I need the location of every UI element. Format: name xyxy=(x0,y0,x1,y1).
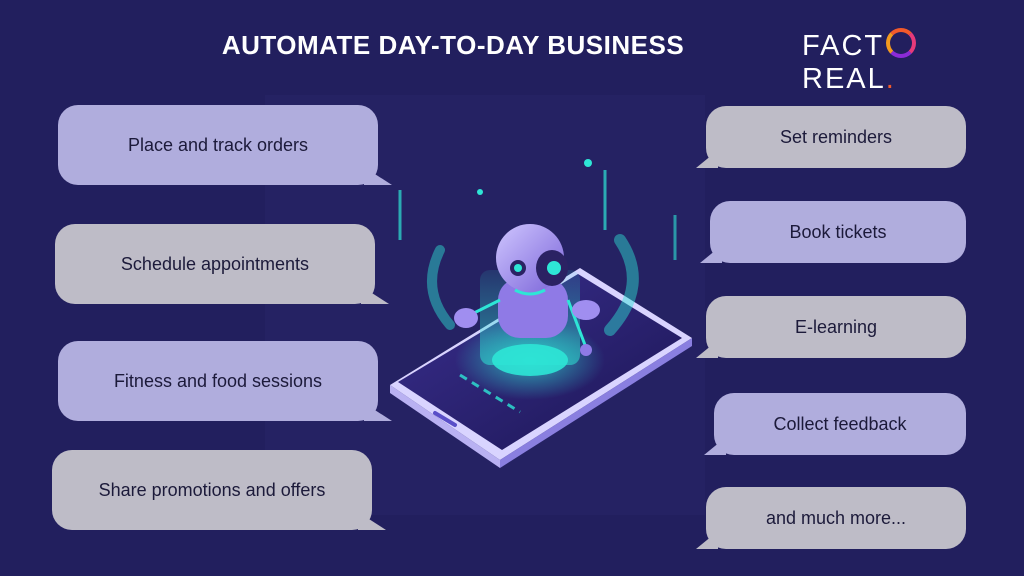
robot-phone-illustration xyxy=(390,159,692,468)
bubble-label: Place and track orders xyxy=(127,134,309,155)
page-title: AUTOMATE DAY-TO-DAY BUSINESS xyxy=(221,30,685,60)
robot-icon xyxy=(454,224,600,356)
bubble-place-track-orders: Place and track orders xyxy=(58,105,392,185)
bubble-label: Schedule appointments xyxy=(120,253,310,274)
bubble-much-more: and much more... xyxy=(696,487,966,549)
bubble-label: Book tickets xyxy=(789,221,887,242)
logo-ring-icon xyxy=(886,28,917,58)
logo-dot: . xyxy=(885,63,896,95)
factoreal-logo: FACTREAL. xyxy=(802,28,1002,95)
bubble-fitness-food: Fitness and food sessions xyxy=(58,341,392,421)
bubble-schedule-appointments: Schedule appointments xyxy=(55,224,389,304)
bubble-set-reminders: Set reminders xyxy=(696,106,966,168)
bubble-label: Share promotions and offers xyxy=(98,479,326,500)
bubble-label: and much more... xyxy=(765,507,907,528)
bubble-label: Set reminders xyxy=(779,126,893,147)
bubble-book-tickets: Book tickets xyxy=(700,201,966,263)
bubble-label: Fitness and food sessions xyxy=(113,370,323,391)
bubble-e-learning: E-learning xyxy=(696,296,966,358)
logo-text-start: FACT xyxy=(802,30,885,62)
bubble-collect-feedback: Collect feedback xyxy=(704,393,966,455)
bubble-label: Collect feedback xyxy=(773,413,907,434)
logo-text-end: REAL xyxy=(802,63,886,95)
bubble-share-promotions: Share promotions and offers xyxy=(52,450,386,530)
bubble-label: E-learning xyxy=(794,316,878,337)
